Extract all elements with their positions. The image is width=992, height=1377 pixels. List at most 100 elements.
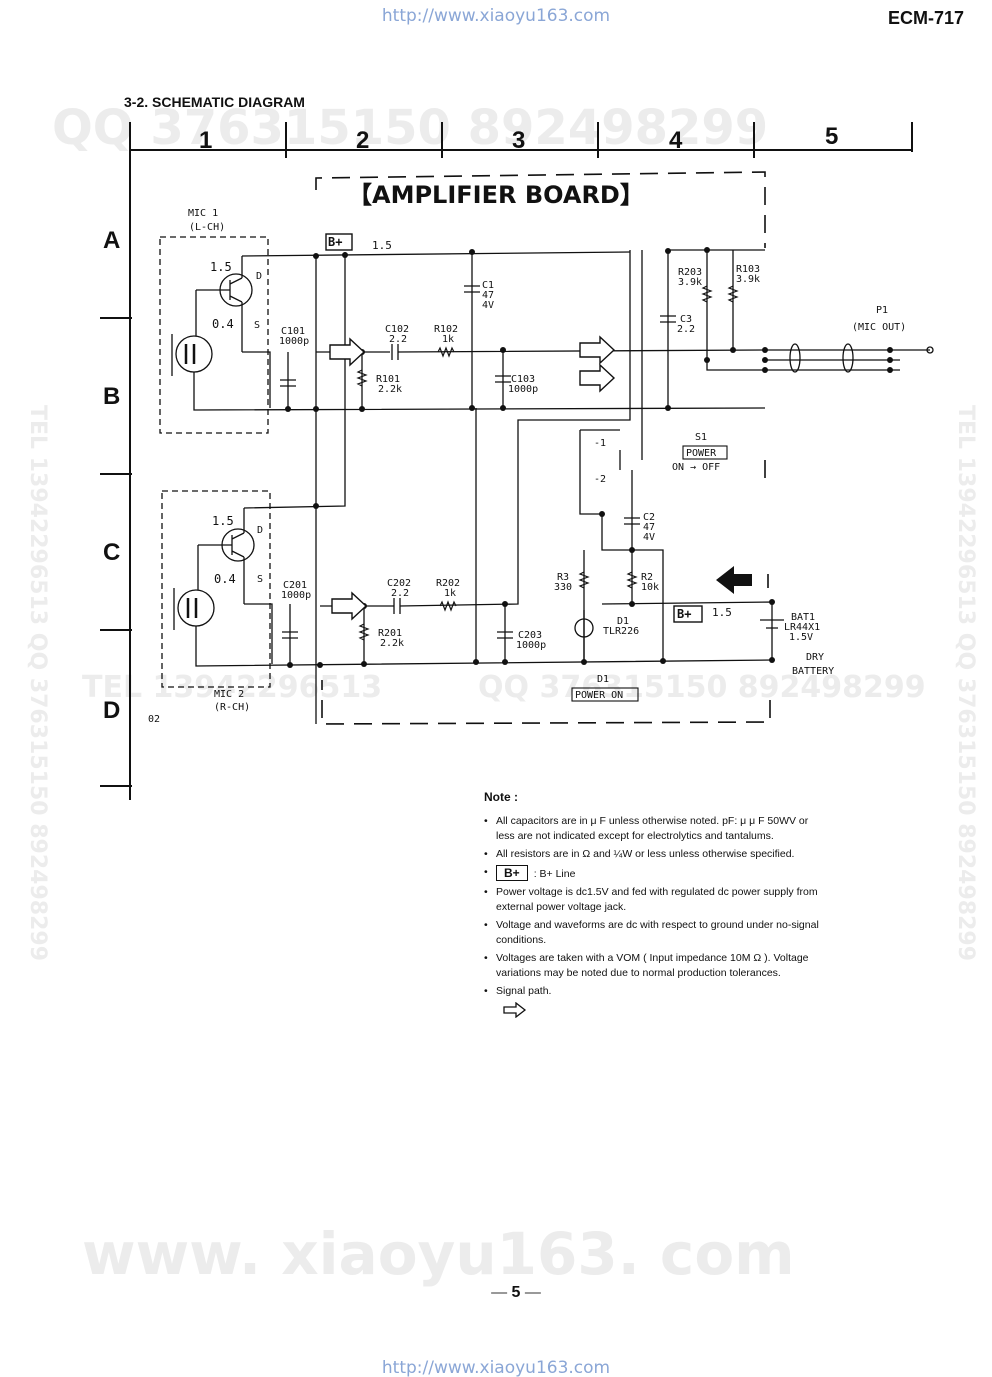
mic1-enclosure	[159, 236, 269, 434]
r203-label: R203	[678, 267, 702, 278]
c103-label: C103	[511, 374, 535, 385]
source-label: S	[254, 320, 260, 331]
model-number: ECM-717	[887, 8, 964, 28]
battery-type: DRY	[806, 652, 824, 663]
wire-mic1-source	[242, 351, 271, 408]
c101-label: C101	[281, 326, 305, 337]
signal-arrow-icon	[579, 363, 616, 393]
watermark-qq-top: QQ 376315150 892498299	[52, 100, 769, 156]
p1-description: (MIC OUT)	[852, 322, 906, 333]
r201-symbol	[358, 623, 370, 641]
power-input-arrow-icon	[716, 566, 752, 594]
r101-symbol	[356, 369, 368, 387]
note-item: •Power voltage is dc1.5V and fed with re…	[484, 886, 818, 913]
wire-out	[765, 349, 930, 371]
wire-r-ground	[195, 626, 773, 667]
c2-value: 47	[643, 522, 655, 533]
r201-value: 2.2k	[380, 638, 404, 649]
drain-label: D	[256, 271, 262, 282]
r203-value: 3.9k	[678, 277, 702, 288]
r202-value: 1k	[444, 588, 456, 599]
c2-voltage: 4V	[643, 532, 655, 543]
voltage-label: 0.4	[214, 572, 236, 586]
wire-l-c103	[495, 350, 511, 408]
column-label: 1	[199, 127, 212, 154]
row-label: C	[103, 539, 120, 566]
r102-label: R102	[434, 324, 458, 335]
r3-label: R3	[557, 572, 569, 583]
power-on-box	[571, 687, 639, 702]
r103-symbol	[727, 285, 739, 303]
page-number: — 5 —	[491, 1284, 541, 1301]
note-item-bplus: •B+: B+ Line	[484, 865, 576, 881]
s1-label: S1	[695, 432, 707, 443]
c102-value: 2.2	[389, 334, 407, 345]
r2-value: 10k	[641, 582, 659, 593]
r103-label: R103	[736, 264, 760, 275]
bplus-label: B+	[328, 235, 342, 249]
r203-symbol	[701, 285, 713, 303]
c1-value: 47	[482, 290, 494, 301]
voltage-label: 1.5	[712, 606, 732, 619]
bat1-voltage: 1.5V	[789, 632, 813, 643]
s1-on-off: ON → OFF	[672, 462, 720, 473]
p1-label: P1	[876, 305, 888, 316]
r201-label: R201	[378, 628, 402, 639]
p1-shield	[842, 343, 854, 373]
r3-value: 330	[554, 582, 572, 593]
c102-symbol	[391, 344, 399, 360]
c102-label: C102	[385, 324, 409, 335]
s1-power-box	[682, 445, 728, 460]
p1-shield	[789, 343, 801, 373]
power-on-label: POWER ON	[575, 690, 623, 701]
mic1-name: MIC 1	[188, 208, 218, 219]
bplus-box: B+	[496, 865, 528, 881]
mic1-channel: (L-CH)	[189, 222, 225, 233]
bplus-box-low	[673, 605, 703, 623]
voltage-label: 1.5	[212, 514, 234, 528]
header-url[interactable]: http://www.xiaoyu163.com	[381, 6, 611, 26]
wire-l-signal	[316, 349, 766, 353]
c3-value: 2.2	[677, 324, 695, 335]
r202-label: R202	[436, 578, 460, 589]
bplus-label: B+	[677, 607, 691, 621]
mic2-channel: (R-CH)	[214, 702, 250, 713]
c202-symbol	[393, 598, 401, 614]
p1-terminal	[926, 346, 934, 354]
wire-switch	[579, 250, 643, 515]
column-label: 2	[356, 127, 369, 154]
row-label: D	[103, 697, 120, 724]
c202-label: C202	[387, 578, 411, 589]
r202-symbol	[439, 600, 457, 612]
bat1-part: LR44X1	[784, 622, 820, 633]
wire-c201	[282, 604, 298, 664]
wire-mic2-drain	[243, 252, 346, 509]
wire-r-c203	[497, 604, 513, 662]
s1-position-1: -1	[594, 438, 606, 449]
battery-type: BATTERY	[792, 666, 834, 677]
wire-battery	[760, 619, 784, 629]
wire-c101	[280, 352, 296, 408]
column-label: 5	[825, 123, 838, 150]
note-item: •All capacitors are in μ F unless otherw…	[484, 815, 809, 842]
c1-voltage: 4V	[482, 300, 494, 311]
drain-label: D	[257, 525, 263, 536]
note-item: •Voltage and waveforms are dc with respe…	[484, 919, 819, 946]
d1-label: D1	[617, 616, 629, 627]
wire-mic1-drain	[241, 249, 765, 257]
d1-led-body	[574, 618, 594, 638]
column-label: 4	[669, 127, 683, 154]
c2-label: C2	[643, 512, 655, 523]
voltage-label: 1.5	[372, 239, 392, 252]
c201-label: C201	[283, 580, 307, 591]
r102-symbol	[437, 346, 455, 358]
source-label: S	[257, 574, 263, 585]
c202-value: 2.2	[391, 588, 409, 599]
schematic-diagram: 1 2 3 4 5 A B C D 【AMPLIFIER BOARD】 B+ 1…	[100, 122, 934, 800]
r2-label: R2	[641, 572, 653, 583]
footer-url[interactable]: http://www.xiaoyu163.com	[381, 1358, 611, 1377]
bat1-label: BAT1	[791, 612, 815, 623]
c3-label: C3	[680, 314, 692, 325]
notes-title: Note :	[484, 790, 518, 804]
